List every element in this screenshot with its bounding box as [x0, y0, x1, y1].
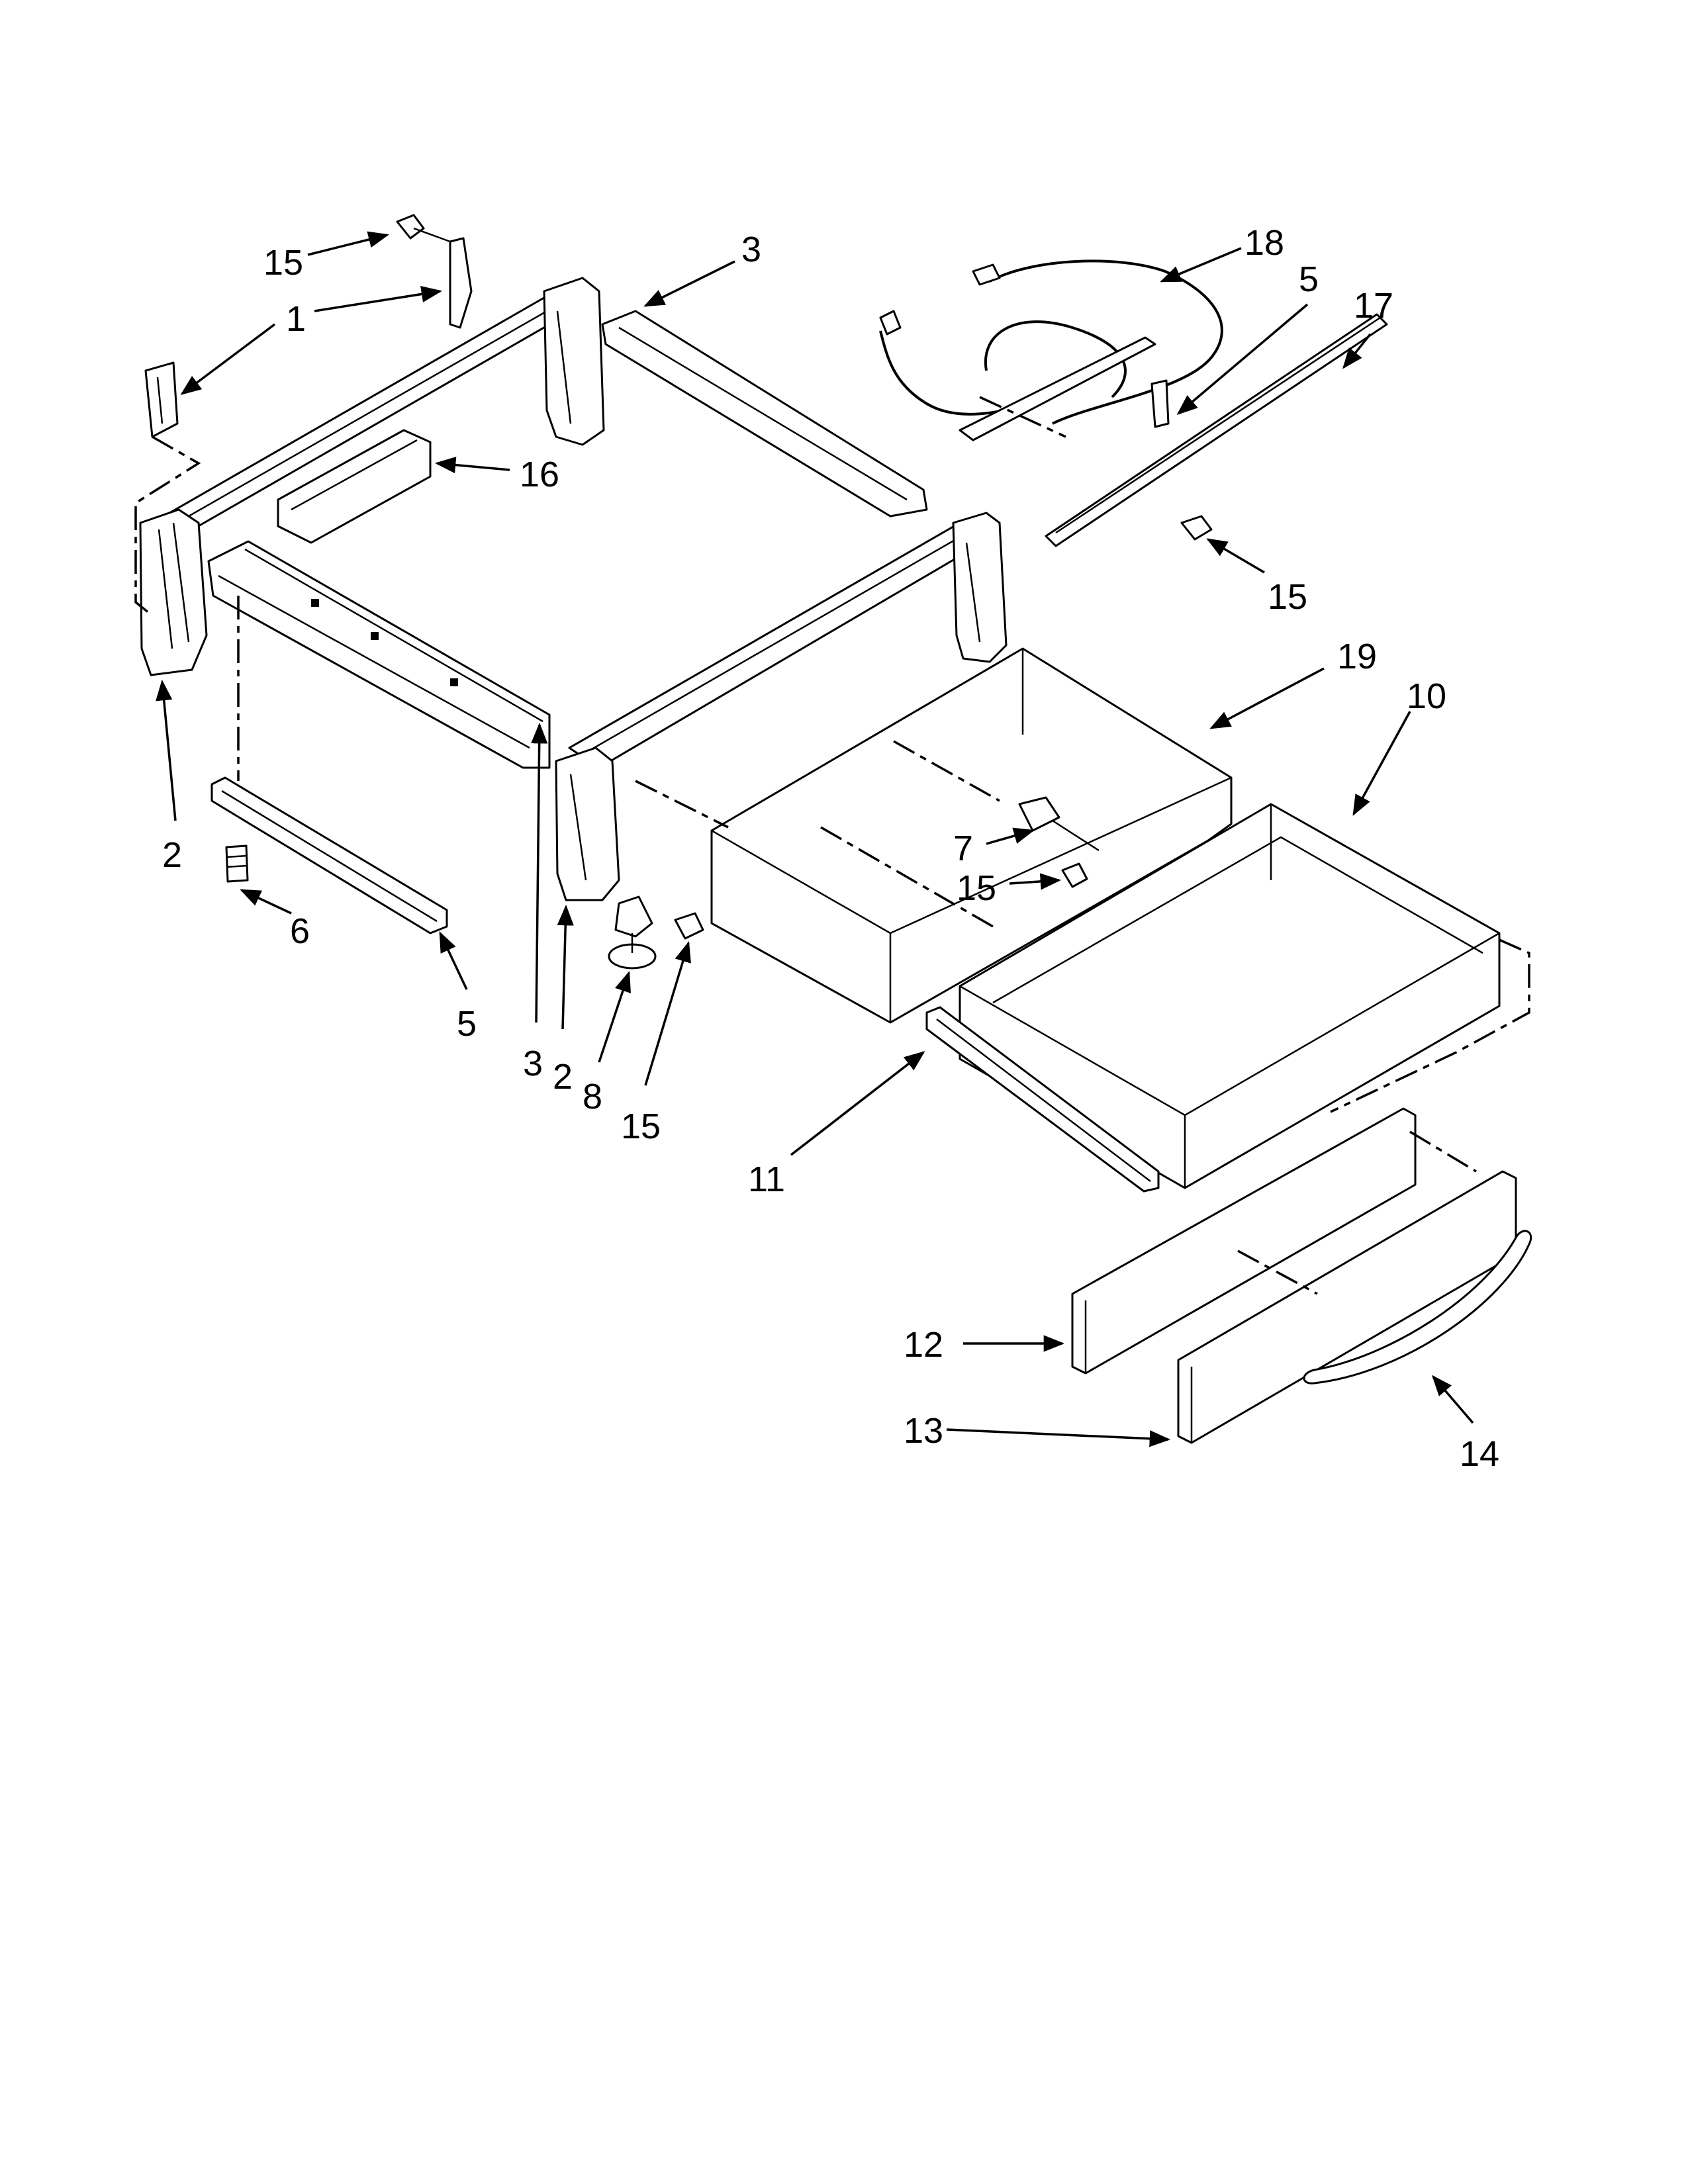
rear-trim-bracket-17 [1045, 313, 1388, 547]
callout-3-bottom: 3 [523, 1044, 543, 1083]
callout-7: 7 [953, 829, 973, 868]
callout-6: 6 [290, 911, 310, 951]
callout-13: 13 [904, 1411, 943, 1451]
screw-15-sensor [1061, 862, 1088, 888]
assembly-guide-lines [134, 396, 1530, 1295]
callout-11: 11 [748, 1160, 785, 1199]
drawer-handle-14 [1303, 1230, 1532, 1385]
screw-5-element [1150, 379, 1170, 428]
callout-15-sensor: 15 [957, 868, 996, 908]
callout-19: 19 [1337, 637, 1377, 676]
callout-2-bottom: 2 [553, 1057, 573, 1097]
left-slide-rail-5 [211, 776, 448, 934]
callout-15-bracket: 15 [1268, 577, 1307, 617]
callout-5-element: 5 [1299, 259, 1319, 299]
screw-15-top [396, 214, 451, 243]
callout-5-rail: 5 [457, 1004, 477, 1044]
drawer-slide-11 [925, 1006, 1160, 1193]
frame-front-cross-rail [207, 540, 551, 769]
leveling-foot-8 [608, 895, 657, 970]
callout-1: 1 [286, 299, 306, 339]
drawer-liner-19 [710, 647, 1233, 1024]
center-bracket-16 [277, 429, 432, 544]
callout-12: 12 [904, 1325, 943, 1365]
screw-15-foot [674, 912, 704, 940]
frame-rear-right-bracket [543, 277, 605, 446]
callout-10: 10 [1407, 676, 1446, 716]
callout-3-top: 3 [741, 230, 761, 269]
callout-8: 8 [583, 1077, 602, 1116]
callout-15-foot: 15 [621, 1107, 661, 1146]
drawer-inner-panel-12 [1071, 1107, 1417, 1375]
callout-14: 14 [1460, 1434, 1499, 1474]
mounting-clip-1 [449, 237, 473, 329]
left-side-bracket-1 [144, 361, 179, 438]
sensor-7 [1018, 796, 1100, 852]
drawer-10 [959, 803, 1501, 1189]
screw-15-bracket [1180, 515, 1213, 541]
frame-right-front-bracket [555, 747, 620, 901]
callout-18: 18 [1244, 223, 1284, 263]
callout-2-left: 2 [162, 835, 182, 875]
callout-17: 17 [1354, 286, 1393, 326]
callout-leaders [156, 231, 1474, 1447]
frame-right-rear-bracket [952, 512, 1008, 663]
heating-element-18 [879, 259, 1223, 441]
callout-labels: 15 1 3 18 5 17 16 15 19 10 2 7 15 6 5 3 … [162, 223, 1499, 1474]
rear-cross-rail [601, 310, 928, 518]
callout-16: 16 [520, 455, 559, 494]
frame-left-side-bracket-rear [139, 508, 208, 676]
leveling-leg-6 [225, 844, 249, 883]
callout-15-top: 15 [263, 243, 303, 283]
